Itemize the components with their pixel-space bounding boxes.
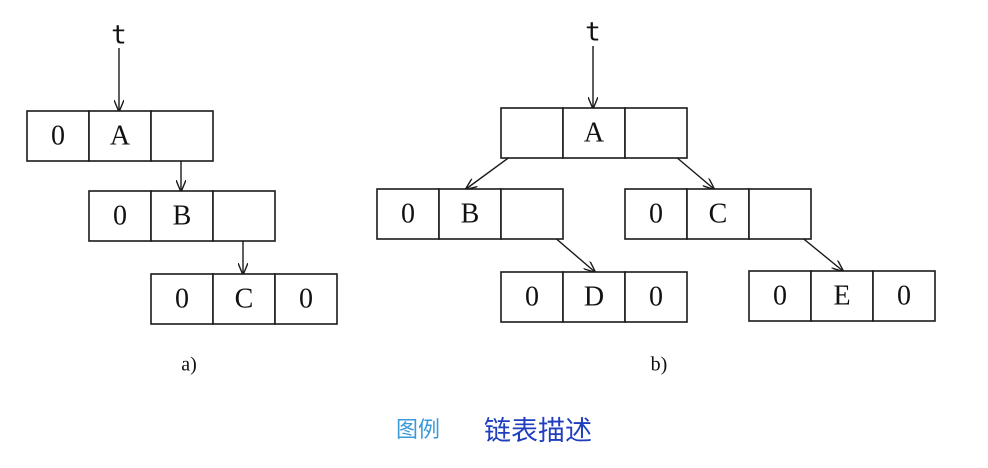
node-cell-text: A	[110, 120, 131, 151]
subfigure-label-1: b)	[651, 354, 668, 376]
node-cell-text: 0	[175, 283, 189, 314]
node-cell-text: D	[584, 281, 604, 312]
node-cell-text: 0	[51, 120, 65, 151]
node-cell	[212, 190, 276, 242]
subfigure-label-0: a)	[181, 354, 197, 376]
caption-title: 链表描述	[484, 415, 592, 447]
node-cell	[500, 107, 564, 159]
node-cell	[624, 107, 688, 159]
node-cell-text: 0	[773, 280, 787, 311]
node-cell-text: 0	[401, 198, 415, 229]
node-cell-text: 0	[299, 283, 313, 314]
node-cell-text: B	[461, 198, 480, 229]
list-node: 0 D 0	[500, 271, 688, 323]
node-cell-text: 0	[649, 281, 663, 312]
figure-caption: 图例 链表描述	[0, 408, 988, 448]
node-cell	[872, 270, 936, 322]
node-cell	[810, 270, 874, 322]
node-cell	[748, 188, 812, 240]
node-cell	[150, 110, 214, 162]
node-cell-text: E	[833, 280, 850, 311]
pointer-label-1: t	[585, 18, 601, 48]
node-cell-text: C	[235, 283, 254, 314]
pointer-label-0: t	[111, 21, 127, 51]
node-cell	[88, 110, 152, 162]
node-cell-text: A	[584, 117, 605, 148]
node-cell	[212, 273, 276, 325]
node-cell-text: 0	[897, 280, 911, 311]
list-node: 0 C 0	[150, 273, 338, 325]
node-cell-text: C	[709, 198, 728, 229]
node-cell	[26, 110, 90, 162]
node-cell-text: B	[173, 200, 192, 231]
node-cell	[500, 188, 564, 240]
node-cell	[376, 188, 440, 240]
node-cell	[562, 107, 626, 159]
list-node: 0 E 0	[748, 270, 936, 322]
node-cell	[624, 271, 688, 323]
node-cell-text: 0	[525, 281, 539, 312]
node-cell	[748, 270, 812, 322]
node-cell	[274, 273, 338, 325]
list-node: A	[500, 107, 688, 159]
node-cell-text: 0	[649, 198, 663, 229]
node-cell	[686, 188, 750, 240]
node-cell-text: 0	[113, 200, 127, 231]
caption-prefix: 图例	[395, 418, 440, 443]
node-cell	[624, 188, 688, 240]
node-cell	[562, 271, 626, 323]
node-cell	[500, 271, 564, 323]
